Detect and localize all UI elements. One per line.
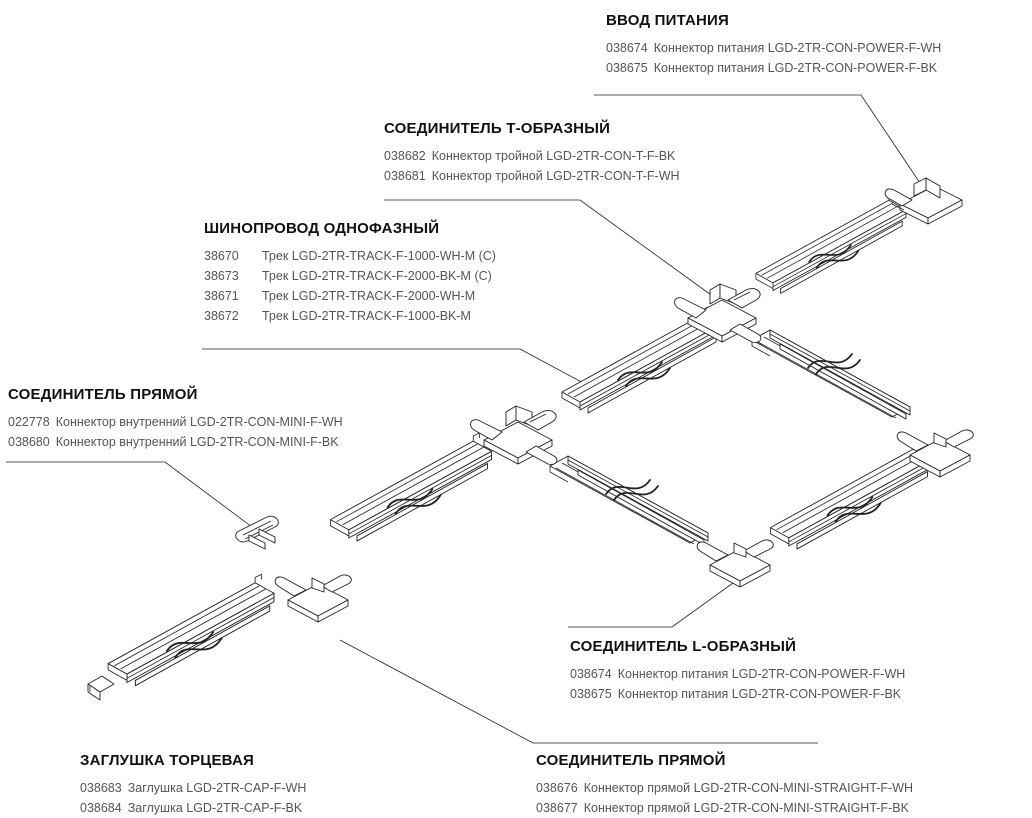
group-title: СОЕДИНИТЕЛЬ L-ОБРАЗНЫЙ (570, 638, 797, 655)
straight-connector-part (274, 574, 352, 623)
group-title: ЗАГЛУШКА ТОРЦЕВАЯ (80, 752, 254, 769)
group-title: ШИНОПРОВОД ОДНОФАЗНЫЙ (204, 220, 440, 237)
leader-line-power-feed (594, 94, 923, 187)
group-title: СОЕДИНИТЕЛЬ ПРЯМОЙ (536, 752, 726, 769)
leader-line-straight-inner (6, 461, 261, 534)
leader-line-l-connector (568, 577, 741, 628)
mini-inner-connector (235, 515, 279, 550)
track-segment-top-right (755, 191, 907, 295)
leader-line-t-connector (384, 199, 719, 301)
group-title: ВВОД ПИТАНИЯ (606, 12, 730, 29)
leader-line-track (202, 348, 601, 393)
track-segment-right-diagonal (751, 329, 911, 420)
end-cap-part (87, 675, 115, 701)
track-segment-bottom-right (769, 440, 933, 550)
l-connector-bottom (696, 539, 774, 588)
track-segment-bottom-left (107, 573, 275, 687)
track-segment-left-mid (329, 432, 493, 542)
track-segment-center-diagonal (549, 455, 709, 546)
group-title: СОЕДИНИТЕЛЬ ПРЯМОЙ (8, 386, 198, 403)
leader-line-straight-connector (339, 639, 818, 744)
group-title: СОЕДИНИТЕЛЬ Т-ОБРАЗНЫЙ (384, 120, 611, 137)
